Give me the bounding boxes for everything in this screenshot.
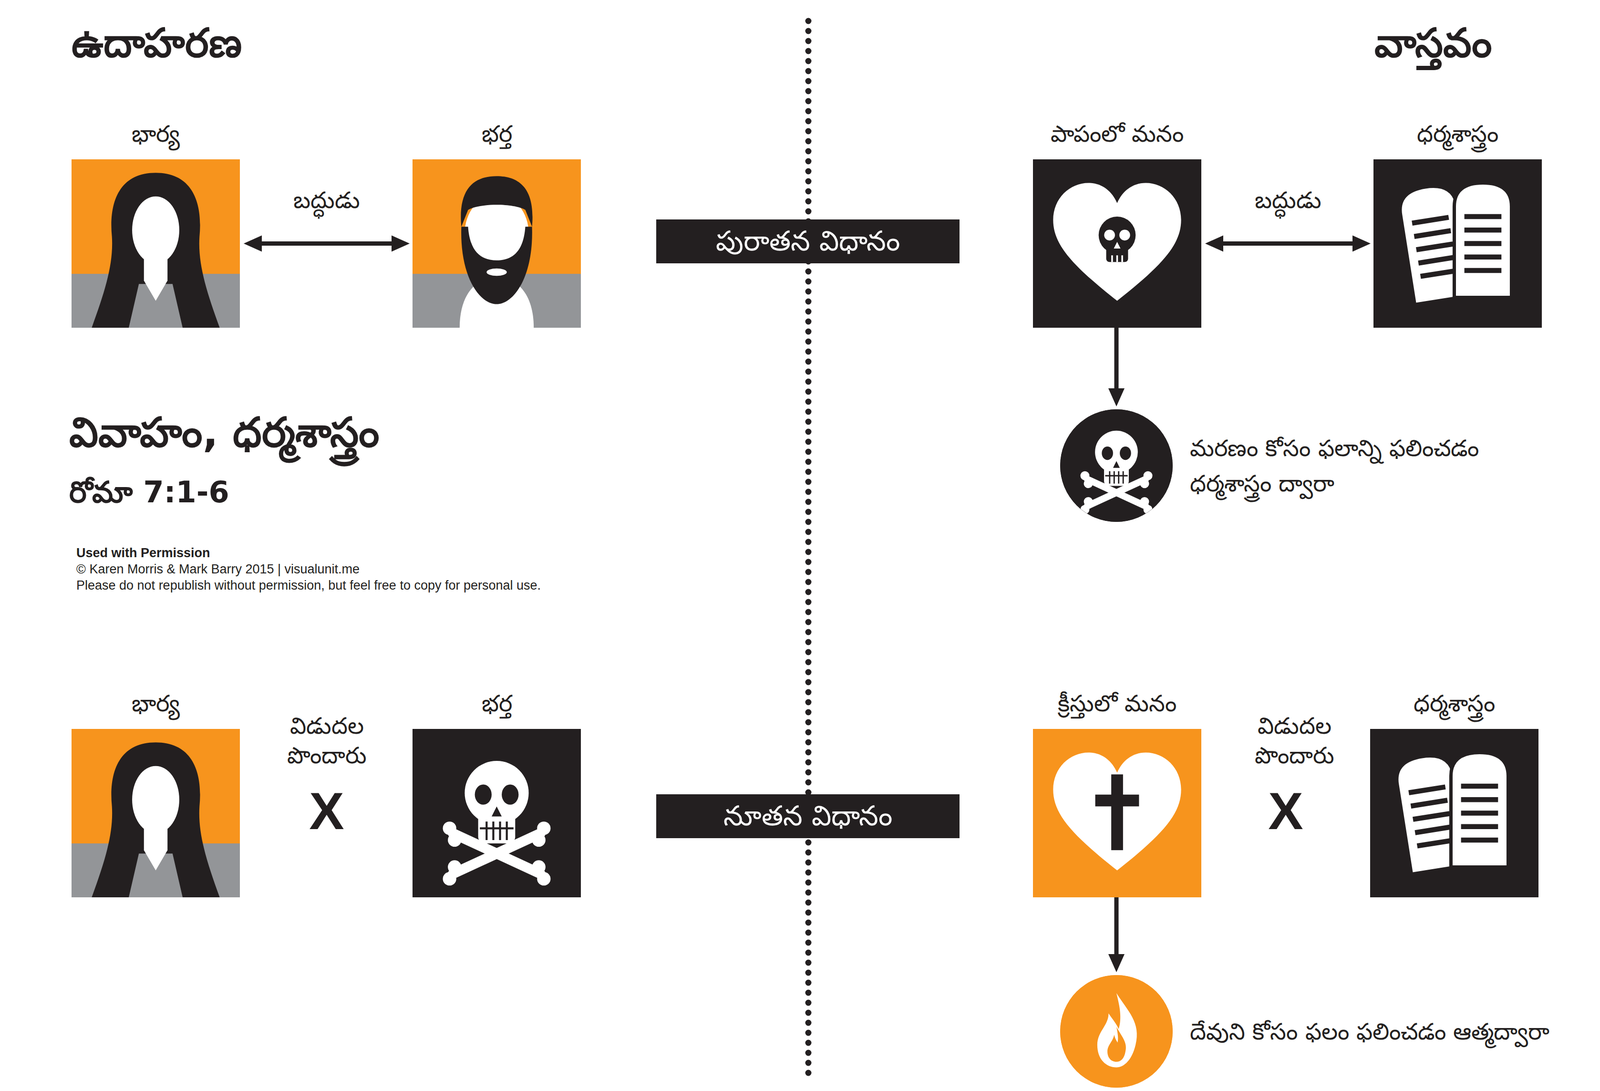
picture-box: ధర్మశాస్త్రం [1370,728,1539,898]
arrow-head [1108,953,1125,972]
connector-arrow [1108,897,1125,972]
dotted-divider [805,20,812,1083]
box-heading: క్రీస్తులో మనం [1057,688,1177,718]
skull-icon [412,728,581,898]
box-heading: ధర్మశాస్త్రం [1416,119,1499,148]
released-x: X [309,784,344,837]
man-icon [412,159,581,328]
picture-box: పాపంలో మనం [1032,159,1202,328]
released-x: X [1268,784,1303,837]
woman-icon [71,159,240,328]
arrow-head [391,235,410,252]
connector-line [1114,327,1119,393]
picture-box: భర్త [412,159,581,328]
connector-arrow [243,235,410,252]
arrow-head [1352,235,1371,252]
woman-icon [71,728,240,898]
method-band: పురాతన విధానం [656,219,960,264]
tablets-icon [1370,728,1539,898]
result-circle: మరణం కోసం ఫలాన్ని ఫలించడం ధర్మశాస్త్రం ద… [1060,409,1173,522]
edge-label: బద్ధుడు [1251,185,1325,215]
result-text: మరణం కోసం ఫలాన్ని ఫలించడం ధర్మశాస్త్రం ద… [1189,430,1562,502]
scripture-reference: రోమా 7:1-6 [69,474,230,510]
picture-box: భర్త [412,728,581,898]
arrow-head [243,235,262,252]
tablets-icon [1373,159,1542,328]
picture-box: ధర్మశాస్త్రం [1373,159,1542,328]
copyright-note: © Karen Morris & Mark Barry 2015 | visua… [76,561,360,577]
picture-box: భార్య [71,159,240,328]
arrow-head [1205,235,1224,252]
box-heading: భర్త [481,688,513,718]
box-heading: భర్త [481,119,513,148]
column-heading: వాస్తవం [1374,19,1493,68]
edge-label: బద్ధుడు [290,185,363,215]
released-label: విడుదల పొందారు [287,710,367,771]
result-text: దేవుని కోసం ఫలం ఫలించడం ఆత్మద్వారా [1189,1013,1562,1049]
picture-box: భార్య [71,728,240,898]
connector-line [1219,241,1357,246]
heartSkull-icon [1032,159,1202,328]
arrow-head [1108,388,1125,407]
box-heading: భార్య [131,688,180,718]
flame-icon [1060,974,1173,1088]
connector-line [1114,897,1119,958]
result-circle: దేవుని కోసం ఫలం ఫలించడం ఆత్మద్వారా [1060,974,1173,1088]
band-label: నూతన విధానం [723,799,892,833]
permission-note: Used with Permission [76,545,211,561]
band-label: పురాతన విధానం [715,224,900,259]
released-label: విడుదల పొందారు [1254,710,1335,771]
usage-note: Please do not republish without permissi… [76,577,541,593]
diagram-title: వివాహం, ధర్మశాస్త్రం [69,407,380,457]
heartCross-icon [1032,728,1202,898]
column-heading: ఉదాహరణ [71,19,242,68]
box-heading: పాపంలో మనం [1050,119,1184,148]
method-band: నూతన విధానం [656,794,960,838]
connector-line [258,241,396,246]
picture-box: క్రీస్తులో మనం [1032,728,1202,898]
connector-arrow [1108,327,1125,407]
connector-arrow [1205,235,1371,252]
box-heading: ధర్మశాస్త్రం [1413,688,1496,718]
skull-icon [1060,409,1173,522]
box-heading: భార్య [131,119,180,148]
